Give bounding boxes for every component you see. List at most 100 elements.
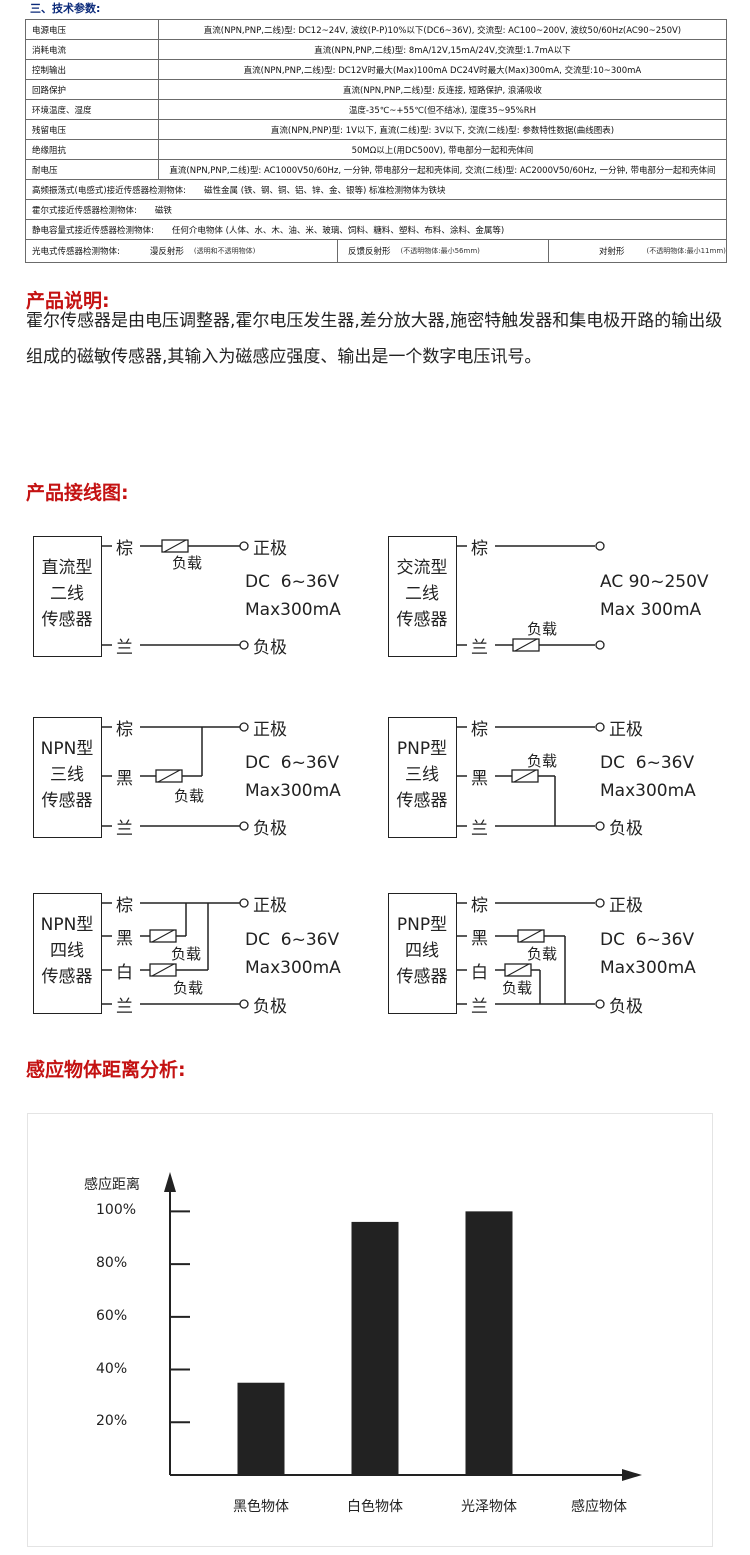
reflect-label: 反馈反射形 <box>348 247 391 257</box>
ac-2wire-sensor-label: 交流型 二线 传感器 <box>388 555 456 633</box>
through-label: 对射形 <box>599 247 625 257</box>
voltage-rating: DC 6~36V <box>600 753 695 773</box>
wire-count: 三线 <box>405 765 439 785</box>
load-label: 负载 <box>173 979 204 997</box>
dc-rating: DC 6~36V Max300mA <box>245 926 341 982</box>
sensor-word: 传感器 <box>41 967 93 987</box>
dc-2wire-sensor-label: 直流型 二线 传感器 <box>33 555 101 633</box>
brown-wire-label: 棕 <box>471 720 488 740</box>
wiring-heading: 产品接线图: <box>26 482 129 504</box>
npn-3wire-sensor-label: NPN型 三线 传感器 <box>33 736 101 814</box>
pnp-3wire-sensor-box <box>388 717 457 838</box>
spec-table: 电源电压直流(NPN,PNP,二线)型: DC12~24V, 波纹(P-P)10… <box>25 19 727 263</box>
load-label: 负载 <box>174 787 205 805</box>
black-wire-label: 黑 <box>471 929 488 949</box>
load-label: 负载 <box>527 752 558 770</box>
description-text: 霍尔传感器是由电压调整器,霍尔电压发生器,差分放大器,施密特触发器和集电极开路的… <box>26 311 723 367</box>
photo-reflect: 反馈反射形 (不透明物体:最小56mm) <box>338 240 549 262</box>
photo-key: 光电式传感器检测物体: <box>32 247 120 257</box>
category-label: 光泽物体 <box>461 1499 517 1515</box>
current-rating: Max300mA <box>600 958 696 978</box>
detect-value: 任何介电物体 (人体、水、木、油、米、玻璃、饲料、糖料、塑料、布料、涂料、金属等… <box>171 225 505 236</box>
wire-count: 二线 <box>405 584 439 604</box>
description-heading: 产品说明: <box>26 290 110 312</box>
spec-table-body: 电源电压直流(NPN,PNP,二线)型: DC12~24V, 波纹(P-P)10… <box>25 19 727 263</box>
spec-section-title: 三、技术参数: <box>30 2 101 15</box>
load-label: 负载 <box>171 945 202 963</box>
spec-row: 电源电压直流(NPN,PNP,二线)型: DC12~24V, 波纹(P-P)10… <box>25 19 727 40</box>
y-tick-label: 60% <box>96 1307 128 1324</box>
photo-diffuse: 光电式传感器检测物体: 漫反射形 (透明和不透明物体) <box>26 240 338 262</box>
brown-wire-label: 棕 <box>116 539 133 559</box>
current-rating: Max300mA <box>245 600 341 620</box>
load-label: 负载 <box>527 620 558 638</box>
y-axis-title: 感应距离 <box>84 1177 140 1193</box>
detect-key: 霍尔式接近传感器检测物体: <box>32 205 137 216</box>
positive-terminal-label: 正极 <box>609 720 643 740</box>
brown-wire-label: 棕 <box>116 720 133 740</box>
diffuse-note: (透明和不透明物体) <box>193 247 256 255</box>
negative-terminal-label: 负极 <box>253 638 287 658</box>
positive-terminal-label: 正极 <box>253 896 287 916</box>
white-wire-label: 白 <box>471 963 488 983</box>
y-tick-label: 20% <box>96 1413 128 1430</box>
positive-terminal-label: 正极 <box>253 539 287 559</box>
dc-rating: DC 6~36V Max300mA <box>600 749 696 805</box>
y-tick-label: 40% <box>96 1360 128 1377</box>
detect-key: 静电容量式接近传感器检测物体: <box>32 225 154 236</box>
brown-wire-label: 棕 <box>471 539 488 559</box>
load-label: 负载 <box>527 945 558 963</box>
wire-count: 三线 <box>50 765 84 785</box>
load-label: 负载 <box>172 554 203 572</box>
load-label: 负载 <box>502 979 533 997</box>
diffuse-label: 漫反射形 <box>149 247 184 257</box>
current-rating: Max300mA <box>600 781 696 801</box>
photo-row: 光电式传感器检测物体: 漫反射形 (透明和不透明物体) 反馈反射形 (不透明物体:最小5… <box>25 239 727 263</box>
sensor-type: PNP型 <box>396 915 448 935</box>
category-label: 白色物体 <box>347 1499 403 1515</box>
spec-key: 绝缘阻抗 <box>25 139 159 160</box>
spec-row: 回路保护直流(NPN,PNP,二线)型: 反连接, 短路保护, 浪涌吸收 <box>25 79 727 100</box>
photo-cell: 光电式传感器检测物体: 漫反射形 (透明和不透明物体) 反馈反射形 (不透明物体:最小5… <box>25 239 727 263</box>
dc-rating: DC 6~36V Max300mA <box>245 749 341 805</box>
voltage-rating: DC 6~36V <box>600 930 695 950</box>
ac-2wire-sensor-box <box>388 536 457 657</box>
voltage-rating: DC 6~36V <box>245 753 340 773</box>
detect-value: 磁性金属 (铁、钢、铜、铝、锌、金、银等) 标准检测物体为铁块 <box>204 185 446 196</box>
sensor-word: 传感器 <box>41 610 93 630</box>
pnp-4wire-sensor-box <box>388 893 457 1014</box>
voltage-rating: DC 6~36V <box>245 930 340 950</box>
pnp-3wire-sensor-label: PNP型 三线 传感器 <box>388 736 456 814</box>
sensor-word: 传感器 <box>396 610 448 630</box>
sensor-type: 交流型 <box>396 558 448 578</box>
npn-3wire-sensor-box <box>33 717 102 838</box>
sensor-type: 直流型 <box>41 558 93 578</box>
sensor-word: 传感器 <box>396 791 448 811</box>
dc-rating: DC 6~36V Max300mA <box>600 926 696 982</box>
wiring-lines <box>101 539 605 1009</box>
pnp-4wire-sensor-label: PNP型 四线 传感器 <box>388 912 456 990</box>
sensor-type: NPN型 <box>40 739 94 759</box>
black-wire-label: 黑 <box>471 769 488 789</box>
white-wire-label: 白 <box>116 963 133 983</box>
negative-terminal-label: 负极 <box>609 997 643 1017</box>
positive-terminal-label: 正极 <box>253 720 287 740</box>
reflect-note: (不透明物体:最小56mm) <box>400 247 480 255</box>
sensor-type: PNP型 <box>396 739 448 759</box>
y-tick-label: 80% <box>96 1255 128 1272</box>
negative-terminal-label: 负极 <box>609 819 643 839</box>
x-axis-arrow <box>622 1469 642 1481</box>
dc-2wire-sensor-box <box>33 536 102 657</box>
current-rating: Max 300mA <box>600 600 702 620</box>
blue-wire-label: 兰 <box>471 638 488 658</box>
wire-count: 二线 <box>50 584 84 604</box>
dc-rating: DC 6~36V Max300mA <box>245 568 341 624</box>
black-wire-label: 黑 <box>116 929 133 949</box>
negative-terminal-label: 负极 <box>253 819 287 839</box>
x-axis-title: 感应物体 <box>571 1499 627 1515</box>
brown-wire-label: 棕 <box>471 896 488 916</box>
bar-1 <box>237 1382 285 1475</box>
brown-wire-label: 棕 <box>116 896 133 916</box>
wire-count: 四线 <box>50 941 84 961</box>
